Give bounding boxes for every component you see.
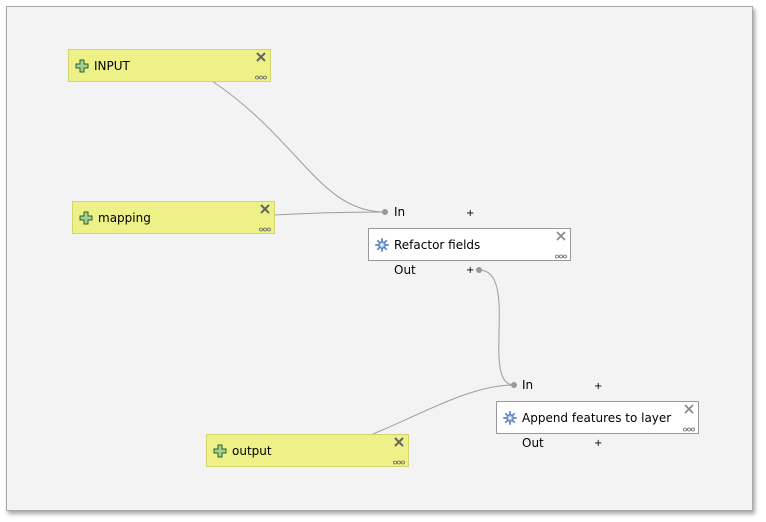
- append-out-expand-button[interactable]: +: [594, 438, 603, 449]
- append-in-expand-button[interactable]: +: [594, 381, 603, 392]
- gear-icon: [375, 237, 389, 252]
- refactor-out-port-label: Out: [394, 263, 416, 277]
- input-node-output[interactable]: output: [206, 434, 409, 467]
- close-icon[interactable]: [684, 404, 694, 414]
- gear-icon: [503, 410, 517, 425]
- algorithm-node-append-features[interactable]: Append features to layer: [496, 401, 699, 434]
- input-node-input[interactable]: INPUT: [68, 49, 271, 82]
- refactor-in-port-label: In: [394, 205, 406, 219]
- input-node-label: output: [232, 443, 272, 458]
- input-node-label: INPUT: [94, 58, 130, 73]
- input-node-mapping[interactable]: mapping: [72, 201, 275, 234]
- algorithm-node-refactor-fields[interactable]: Refactor fields: [368, 228, 571, 261]
- close-icon[interactable]: [260, 204, 270, 214]
- more-options-icon[interactable]: [255, 75, 267, 80]
- algorithm-node-label: Append features to layer: [522, 410, 672, 425]
- input-node-label: mapping: [98, 210, 151, 225]
- refactor-in-expand-button[interactable]: +: [466, 208, 475, 219]
- more-options-icon[interactable]: [259, 227, 271, 232]
- append-out-port-label: Out: [522, 436, 544, 450]
- close-icon[interactable]: [394, 437, 404, 447]
- close-icon[interactable]: [256, 52, 266, 62]
- close-icon[interactable]: [556, 231, 566, 241]
- append-in-port-label: In: [522, 378, 534, 392]
- refactor-out-expand-button[interactable]: +: [466, 265, 475, 276]
- more-options-icon[interactable]: [555, 254, 567, 259]
- more-options-icon[interactable]: [683, 427, 695, 432]
- plus-cross-icon: [213, 444, 227, 457]
- plus-cross-icon: [79, 211, 93, 224]
- more-options-icon[interactable]: [393, 460, 405, 465]
- plus-cross-icon: [75, 59, 89, 72]
- algorithm-node-label: Refactor fields: [394, 237, 481, 252]
